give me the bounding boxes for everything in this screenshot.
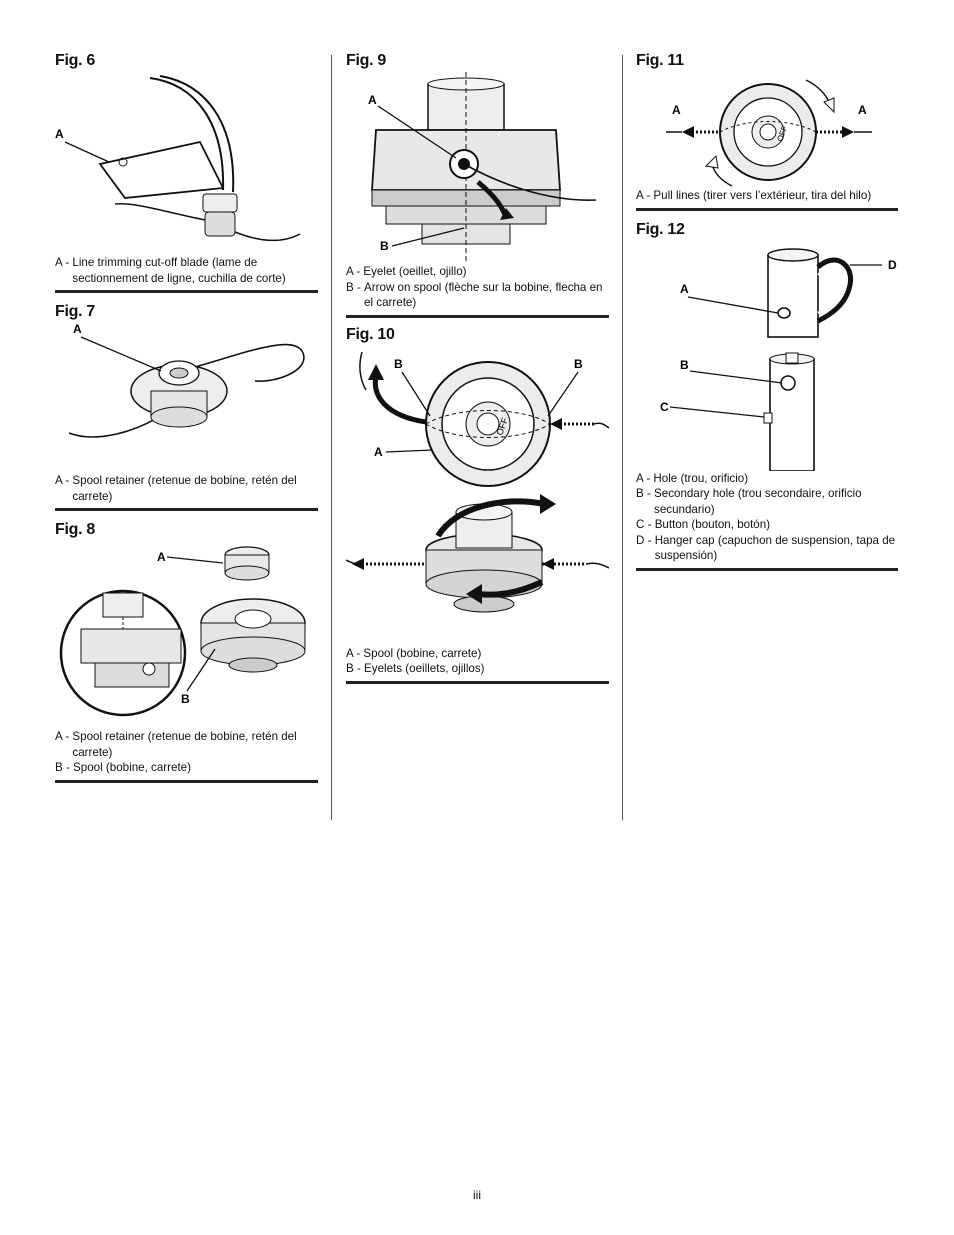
legend-item: A - Eyelet (oeillet, ojillo)	[346, 265, 467, 278]
page-number: iii	[473, 1188, 481, 1202]
callout-label-b: B	[680, 358, 689, 372]
section-rule	[346, 314, 609, 318]
figure-title: Fig. 7	[55, 303, 95, 320]
figure-legend: A - Spool retainer (retenue de bobine, r…	[55, 473, 318, 504]
figure-7: Fig. 7 A A - Spool retainer (retenue de …	[55, 301, 318, 511]
legend-item: A - Pull lines (tirer vers l’extérieur, …	[636, 189, 872, 202]
legend-item: A - Spool retainer (retenue de bobine, r…	[55, 474, 297, 503]
figure-8: Fig. 8 A B A -	[55, 519, 318, 783]
figure-legend: A - Spool retainer (retenue de bobine, r…	[55, 729, 318, 776]
figure-12: Fig. 12 D A B C A -	[636, 219, 898, 571]
legend-item: B - Arrow on spool (flèche sur la bobine…	[346, 280, 603, 310]
figure-title: Fig. 12	[636, 220, 685, 238]
callout-label-a: A	[680, 282, 689, 296]
section-rule	[55, 779, 318, 783]
hanger-cap-illustration: D A B C	[660, 247, 897, 471]
callout-label-a-right: A	[858, 103, 867, 117]
section-rule	[636, 207, 898, 211]
eyelet-illustration: A B	[368, 72, 597, 264]
callout-label-b: B	[380, 239, 389, 253]
figure-11: Fig. 11 OFF A A A -	[636, 50, 898, 211]
figure-title: Fig. 8	[55, 521, 95, 538]
section-rule	[636, 567, 898, 571]
spool-assembly-illustration: A B	[59, 546, 306, 717]
figure-9: Fig. 9 A B A - Eyelet (oeillet, ojillo)	[346, 50, 609, 318]
figure-legend: A - Pull lines (tirer vers l’extérieur, …	[636, 188, 898, 204]
legend-item: A - Spool (bobine, carrete)	[346, 646, 482, 660]
legend-item: B - Spool (bobine, carrete)	[55, 761, 191, 774]
column-3: Fig. 11 OFF A A A -	[636, 50, 898, 571]
column-1: Fig. 6 A A - Line trimming cut-off blade…	[55, 50, 318, 783]
legend-item: A - Hole (trou, orificio)	[636, 471, 749, 485]
figure-legend: A - Spool (bobine, carrete) B - Eyelets …	[346, 646, 609, 677]
callout-label-a: A	[55, 127, 64, 141]
column-divider-2	[622, 55, 623, 820]
spool-retainer-illustration: A	[68, 323, 305, 438]
callout-label-a: A	[73, 323, 82, 336]
spool-eyelets-illustration: OFF B B A	[346, 351, 609, 612]
figure-title: Fig. 11	[636, 52, 684, 69]
figure-title: Fig. 6	[55, 52, 95, 69]
callout-label-b-right: B	[574, 357, 583, 371]
legend-item: B - Secondary hole (trou secondaire, ori…	[636, 487, 862, 516]
legend-item: A - Spool retainer (retenue de bobine, r…	[55, 730, 297, 759]
figure-legend: A - Hole (trou, orificio) B - Secondary …	[636, 471, 898, 564]
callout-label-a: A	[368, 93, 377, 107]
figure-title: Fig. 9	[346, 52, 386, 69]
figure-legend: A - Eyelet (oeillet, ojillo) B - Arrow o…	[346, 264, 609, 311]
callout-label-b: B	[181, 692, 190, 706]
figure-10: Fig. 10 OFF B B A	[346, 324, 609, 684]
callout-label-b-left: B	[394, 357, 403, 371]
section-rule	[55, 290, 318, 293]
section-rule	[346, 680, 609, 684]
section-rule	[55, 508, 318, 511]
legend-item: C - Button (bouton, botón)	[636, 518, 771, 531]
figure-6: Fig. 6 A A - Line trimming cut-off blade…	[55, 50, 318, 293]
column-divider-1	[331, 55, 332, 820]
trimmer-head-illustration: A	[55, 75, 301, 242]
pull-lines-illustration: OFF A A	[666, 79, 872, 187]
column-2: Fig. 9 A B A - Eyelet (oeillet, ojillo)	[346, 50, 609, 684]
legend-item: A - Line trimming cut-off blade (lame de…	[55, 256, 286, 285]
legend-item: D - Hanger cap (capuchon de suspension, …	[636, 533, 896, 563]
callout-label-c: C	[660, 400, 669, 414]
callout-label-a: A	[157, 550, 166, 564]
legend-item: B - Eyelets (oeillets, ojillos)	[346, 662, 485, 675]
callout-label-a-left: A	[672, 103, 681, 117]
figure-title: Fig. 10	[346, 325, 395, 343]
callout-label-d: D	[888, 258, 897, 272]
callout-label-a: A	[374, 445, 383, 459]
figure-legend: A - Line trimming cut-off blade (lame de…	[55, 255, 318, 286]
